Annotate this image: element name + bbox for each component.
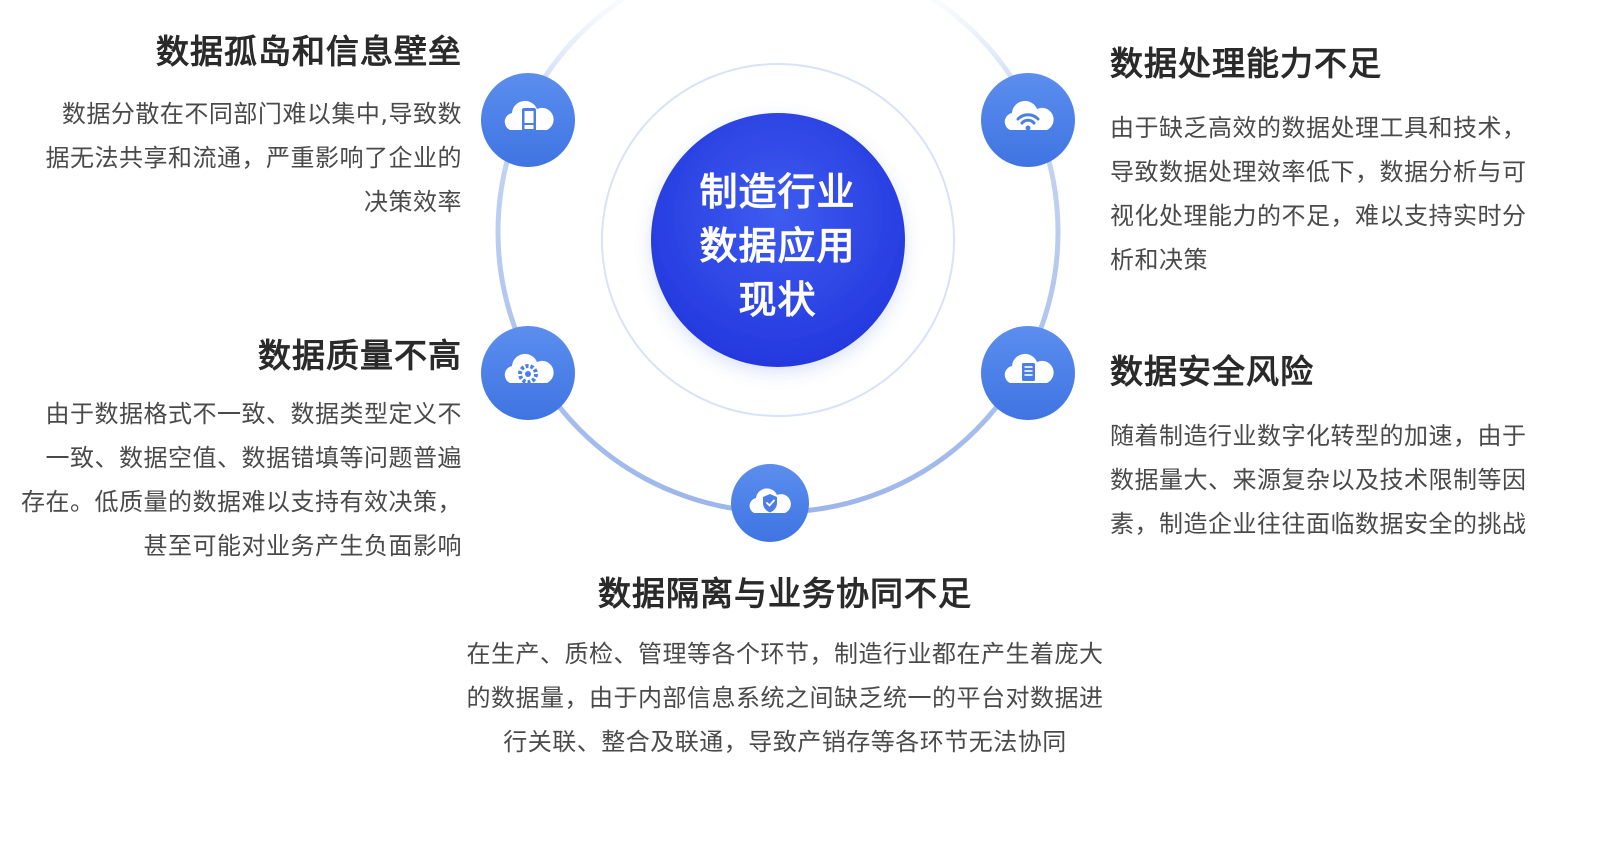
item-collab: 数据隔离与业务协同不足 在生产、质检、管理等各个环节，制造行业都在产生着庞大 的… xyxy=(430,572,1140,764)
desc-line: 数据分散在不同部门难以集中,导致数 xyxy=(61,100,462,128)
desc-line: 行关联、整合及联通，导致产销存等各环节无法协同 xyxy=(503,728,1067,756)
desc-line: 决策效率 xyxy=(364,188,462,216)
desc-line: 的数据量，由于内部信息系统之间缺乏统一的平台对数据进 xyxy=(466,684,1104,712)
cloud-phone-icon xyxy=(481,73,575,167)
item-quality: 数据质量不高 由于数据格式不一致、数据类型定义不 一致、数据空值、数据错填等问题… xyxy=(0,334,462,568)
center-line-2: 数据应用 xyxy=(699,224,856,268)
node-quality xyxy=(480,325,576,421)
desc-line: 存在。低质量的数据难以支持有效决策， xyxy=(21,488,462,516)
desc-line: 一致、数据空值、数据错填等问题普遍 xyxy=(45,444,462,472)
desc-line: 数据量大、来源复杂以及技术限制等因 xyxy=(1110,466,1527,494)
desc-line: 视化处理能力的不足，难以支持实时分 xyxy=(1110,202,1527,230)
item-title: 数据孤岛和信息壁垒 xyxy=(156,32,462,71)
desc-line: 析和决策 xyxy=(1110,246,1208,274)
item-desc: 由于数据格式不一致、数据类型定义不 一致、数据空值、数据错填等问题普遍 存在。低… xyxy=(0,392,462,568)
item-process: 数据处理能力不足 由于缺乏高效的数据处理工具和技术， 导致数据处理效率低下，数据… xyxy=(1110,42,1590,282)
cloud-gear-icon xyxy=(481,326,575,420)
center-circle xyxy=(651,113,905,367)
desc-line: 由于缺乏高效的数据处理工具和技术， xyxy=(1110,114,1527,142)
desc-line: 素，制造企业往往面临数据安全的挑战 xyxy=(1110,510,1527,538)
center-line-1: 制造行业 xyxy=(699,170,856,214)
item-title: 数据质量不高 xyxy=(258,336,462,375)
node-island xyxy=(480,72,576,168)
desc-line: 甚至可能对业务产生负面影响 xyxy=(143,532,462,560)
node-security xyxy=(980,325,1076,421)
item-desc: 在生产、质检、管理等各个环节，制造行业都在产生着庞大 的数据量，由于内部信息系统… xyxy=(430,632,1140,764)
item-title: 数据隔离与业务协同不足 xyxy=(598,574,972,613)
desc-line: 据无法共享和流通，严重影响了企业的 xyxy=(45,144,462,172)
item-desc: 随着制造行业数字化转型的加速，由于 数据量大、来源复杂以及技术限制等因 素，制造… xyxy=(1110,414,1590,546)
center-label: 制造行业 数据应用 现状 xyxy=(650,165,905,327)
desc-line: 随着制造行业数字化转型的加速，由于 xyxy=(1110,422,1527,450)
item-desc: 由于缺乏高效的数据处理工具和技术， 导致数据处理效率低下，数据分析与可 视化处理… xyxy=(1110,106,1590,282)
cloud-shield-icon xyxy=(731,464,809,542)
cloud-wifi-icon xyxy=(981,73,1075,167)
desc-line: 导致数据处理效率低下，数据分析与可 xyxy=(1110,158,1527,186)
cloud-document-icon xyxy=(981,326,1075,420)
node-process xyxy=(980,72,1076,168)
node-collab xyxy=(730,463,810,543)
center-line-3: 现状 xyxy=(738,278,817,322)
item-desc: 数据分散在不同部门难以集中,导致数 据无法共享和流通，严重影响了企业的 决策效率 xyxy=(0,92,462,224)
item-security: 数据安全风险 随着制造行业数字化转型的加速，由于 数据量大、来源复杂以及技术限制… xyxy=(1110,350,1590,546)
item-title: 数据安全风险 xyxy=(1110,352,1314,391)
desc-line: 在生产、质检、管理等各个环节，制造行业都在产生着庞大 xyxy=(466,640,1104,668)
item-island: 数据孤岛和信息壁垒 数据分散在不同部门难以集中,导致数 据无法共享和流通，严重影… xyxy=(0,30,462,224)
desc-line: 由于数据格式不一致、数据类型定义不 xyxy=(45,400,462,428)
inner-ring xyxy=(601,63,955,417)
item-title: 数据处理能力不足 xyxy=(1110,44,1382,83)
